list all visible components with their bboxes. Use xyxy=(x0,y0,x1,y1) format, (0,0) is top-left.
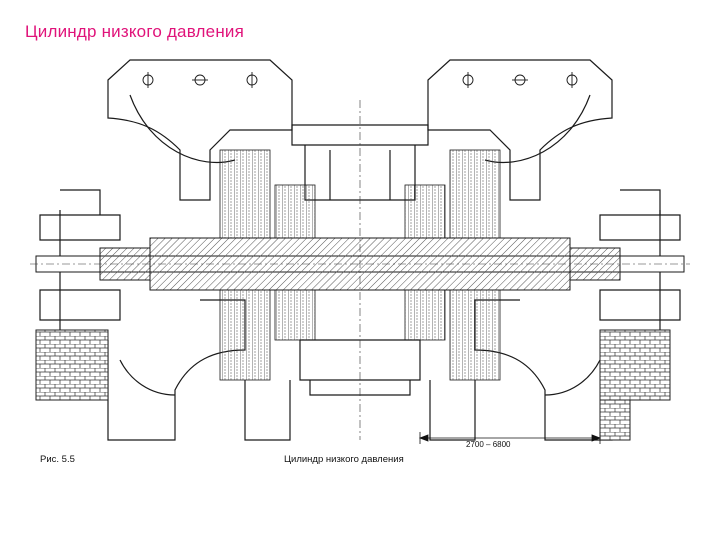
figure-caption: Цилиндр низкого давления xyxy=(284,454,404,465)
figure-label: Рис. 5.5 xyxy=(40,454,75,465)
page-title: Цилиндр низкого давления xyxy=(25,22,245,41)
dimension-label: 2700 – 6800 xyxy=(466,440,511,449)
